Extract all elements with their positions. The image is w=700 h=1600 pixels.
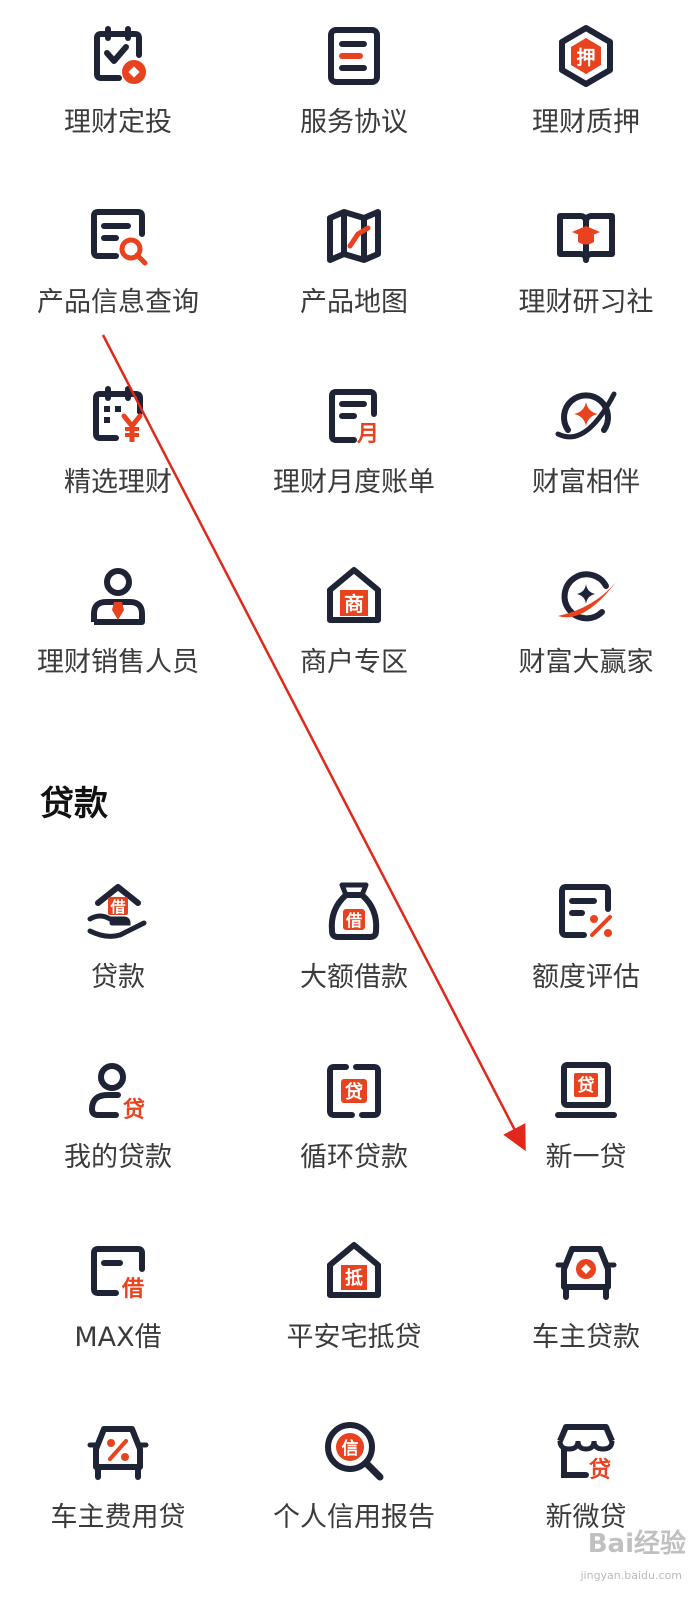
loan-item-credit-report[interactable]: 信 个人信用报告 [236,1395,472,1575]
loan-item-limit-assessment[interactable]: 额度评估 [472,855,700,1035]
svg-text:商: 商 [344,592,364,616]
money-bag-icon: 借 [328,882,380,940]
loan-item-label: 循环贷款 [300,1142,408,1173]
finance-item-label: 产品信息查询 [37,287,199,318]
svg-text:借: 借 [121,1277,144,1302]
finance-item-wealth-winner[interactable]: 财富大赢家 [472,540,700,720]
calendar-yen-icon [93,386,143,442]
credit-search-icon: 信 [325,1422,384,1481]
finance-item-product-query[interactable]: 产品信息查询 [0,180,236,360]
loan-item-large-loan[interactable]: 借 大额借款 [236,855,472,1035]
merchant-house-icon: 商 [327,567,381,623]
svg-text:押: 押 [576,46,595,69]
cycle-loan-icon: 贷 [327,1064,381,1118]
finance-item-service-agreement[interactable]: 服务协议 [236,0,472,180]
car-coin-icon [555,1246,617,1300]
loan-hand-icon: 借 [87,884,147,939]
loan-item-xin-yi-dai[interactable]: 贷 新一贷 [472,1035,700,1215]
finance-item-label: 服务协议 [300,107,408,138]
svg-text:借: 借 [109,898,125,916]
loan-item-max-borrow[interactable]: 借 MAX借 [0,1215,236,1395]
loan-item-label: 车主费用贷 [50,1502,186,1533]
finance-item-label: 财富大赢家 [518,647,654,678]
svg-text:贷: 贷 [345,1081,363,1103]
loan-item-label: 新微贷 [545,1502,627,1533]
finance-item-merchant-zone[interactable]: 商 商户专区 [236,540,472,720]
svg-text:贷: 贷 [578,1075,595,1096]
finance-item-label: 产品地图 [300,287,408,318]
finance-item-sales-staff[interactable]: 理财销售人员 [0,540,236,720]
pledge-hexagon-icon: 押 [559,25,613,87]
user-loan-icon: 贷 [88,1063,145,1123]
finance-item-label: 财富相伴 [532,467,640,498]
loan-section-title: 贷款 [40,784,108,824]
finance-item-label: 商户专区 [300,647,408,678]
finance-item-wealth-companion[interactable]: 财富相伴 [472,360,700,540]
card-borrow-icon: 借 [91,1246,145,1302]
svg-text:月: 月 [356,422,379,447]
loan-item-revolving-loan[interactable]: 贷 循环贷款 [236,1035,472,1215]
finance-item-fixed-investment[interactable]: 理财定投 [0,0,236,180]
finance-item-product-map[interactable]: 产品地图 [236,180,472,360]
monthly-bill-icon: 月 [329,389,379,447]
sparkle-orbit-icon [555,391,617,440]
shop-loan-icon: 贷 [557,1424,615,1483]
loan-item-house-mortgage[interactable]: 抵 平安宅抵贷 [236,1215,472,1395]
loan-item-xin-wei-dai[interactable]: 贷 新微贷 [472,1395,700,1575]
svg-text:贷: 贷 [589,1457,611,1483]
car-percent-icon [87,1426,149,1480]
finance-services-grid: 理财定投 服务协议 押 理财质押 产品信息查询 [0,0,700,720]
loan-item-label: 大额借款 [300,962,408,993]
loan-item-label: MAX借 [74,1322,162,1353]
loan-item-label: 车主贷款 [532,1322,640,1353]
loan-item-my-loans[interactable]: 贷 我的贷款 [0,1035,236,1215]
search-document-icon [91,209,148,266]
rocket-orbit-icon [558,571,616,622]
loan-item-loan[interactable]: 借 贷款 [0,855,236,1035]
laptop-loan-icon: 贷 [555,1062,617,1118]
svg-text:抵: 抵 [345,1267,363,1289]
percent-document-icon [559,884,612,938]
loan-item-car-owner-loan[interactable]: 车主贷款 [472,1215,700,1395]
finance-item-selected-finance[interactable]: 精选理财 [0,360,236,540]
loan-item-car-expense-loan[interactable]: 车主费用贷 [0,1395,236,1575]
map-icon [327,209,381,263]
book-graduation-icon [557,213,615,263]
finance-item-label: 理财销售人员 [37,647,199,678]
finance-item-study-club[interactable]: 理财研习社 [472,180,700,360]
finance-item-label: 精选理财 [64,467,172,498]
svg-text:借: 借 [345,911,362,930]
loan-item-label: 平安宅抵贷 [286,1322,422,1353]
loan-item-label: 个人信用报告 [273,1502,435,1533]
svg-text:贷: 贷 [123,1097,145,1123]
finance-item-pledge[interactable]: 押 理财质押 [472,0,700,180]
finance-item-monthly-bill[interactable]: 月 理财月度账单 [236,360,472,540]
finance-item-label: 理财月度账单 [273,467,435,498]
svg-text:信: 信 [342,1438,359,1459]
loan-item-label: 我的贷款 [64,1142,172,1173]
house-mortgage-icon: 抵 [327,1242,381,1298]
calendar-check-icon [94,26,146,84]
watermark-logo: Bai经验 [587,1529,686,1559]
finance-item-label: 理财研习社 [518,287,654,318]
document-icon [328,27,380,85]
salesperson-icon [91,568,145,625]
finance-item-label: 理财质押 [532,107,640,138]
loan-item-label: 贷款 [91,962,145,993]
watermark-url: jingyan.baidu.com [580,1569,682,1582]
loan-services-grid: 借 贷款 借 大额借款 额度评估 贷 我的贷款 [0,855,700,1575]
loan-item-label: 新一贷 [545,1142,627,1173]
loan-item-label: 额度评估 [532,962,640,993]
finance-item-label: 理财定投 [64,107,172,138]
